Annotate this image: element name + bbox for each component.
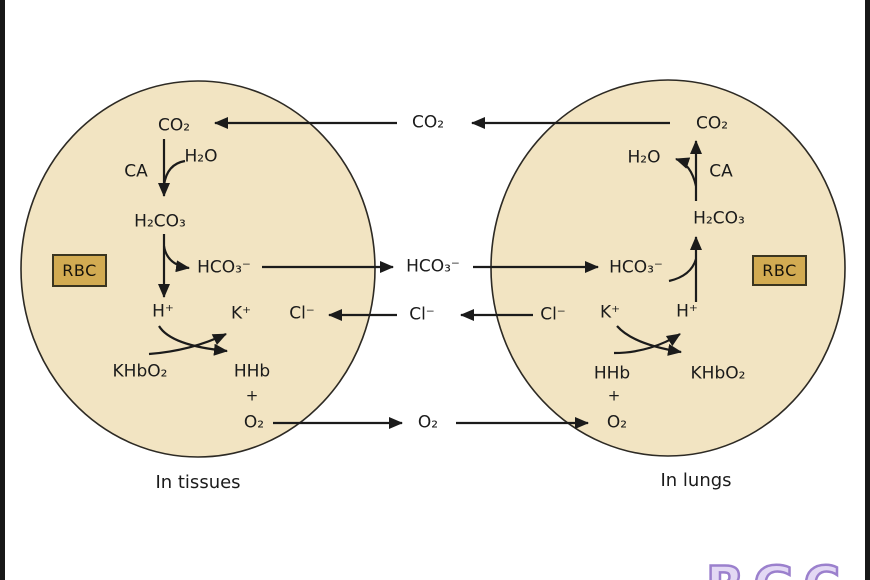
label-h2o-tissue-cell: H₂O: [184, 146, 218, 167]
watermark-text: RGC: [705, 559, 849, 580]
label-h2o-lung-cell: H₂O: [627, 147, 661, 168]
label-cl-plasma: Cl⁻: [409, 304, 435, 325]
label-o2-tissue-cell: O₂: [243, 412, 265, 433]
label-co2-plasma: CO₂: [411, 112, 445, 133]
label-hhb-tissue-cell: HHb: [233, 361, 271, 382]
label-k-lung-cell: K⁺: [599, 302, 621, 323]
label-plus-lung-cell: +: [607, 386, 621, 405]
label-h2co3-lung-cell: H₂CO₃: [693, 208, 745, 229]
path-h2o-joins-left: [162, 159, 186, 186]
path-hco3-joins-right: [668, 258, 698, 283]
rbc-tag-left: RBC: [52, 254, 107, 287]
left-edge-bar: [0, 0, 5, 580]
label-co2-lung-cell: CO₂: [695, 113, 729, 134]
rbc-tag-right-label: RBC: [762, 261, 797, 280]
arrow-h2co3-to-hco3-left: [162, 245, 190, 273]
label-hhb-lung-cell: HHb: [593, 363, 631, 384]
label-hco3-lung-cell: HCO₃⁻: [609, 257, 663, 278]
arrow-hhb-to-h-right: [613, 333, 681, 355]
rbc-tag-right: RBC: [752, 255, 807, 286]
right-edge-bar: [865, 0, 870, 580]
label-o2-lung-cell: O₂: [606, 412, 628, 433]
arrow-h-to-hhb-left: [158, 325, 228, 356]
label-o2-plasma: O₂: [417, 412, 439, 433]
label-hco3-tissue-cell: HCO₃⁻: [197, 257, 251, 278]
rbc-tag-left-label: RBC: [62, 261, 97, 280]
caption-in-lungs: In lungs: [660, 470, 732, 491]
label-ca-lung-cell: CA: [709, 161, 733, 182]
label-khbo2-tissue-cell: KHbO₂: [112, 361, 168, 382]
tissue-cell-ellipse: [20, 80, 376, 458]
label-cl-lung-cell: Cl⁻: [540, 304, 566, 325]
label-hco3-plasma: HCO₃⁻: [406, 256, 460, 277]
arrow-k-to-khbo2-right: [616, 325, 682, 356]
label-co2-tissue-cell: CO₂: [157, 115, 191, 136]
label-h2co3-tissue-cell: H₂CO₃: [134, 211, 186, 232]
arrow-to-h2o-right: [675, 157, 698, 187]
label-cl-tissue-cell: Cl⁻: [289, 303, 315, 324]
label-k-tissue-cell: K⁺: [230, 303, 252, 324]
caption-in-tissues: In tissues: [155, 472, 241, 493]
arrow-khbo2-to-k-left: [148, 333, 227, 356]
label-khbo2-lung-cell: KHbO₂: [690, 363, 746, 384]
label-plus-tissue-cell: +: [245, 386, 259, 405]
label-h-tissue-cell: H⁺: [152, 301, 174, 322]
label-ca-tissue-cell: CA: [124, 161, 148, 182]
label-h-lung-cell: H⁺: [676, 301, 698, 322]
